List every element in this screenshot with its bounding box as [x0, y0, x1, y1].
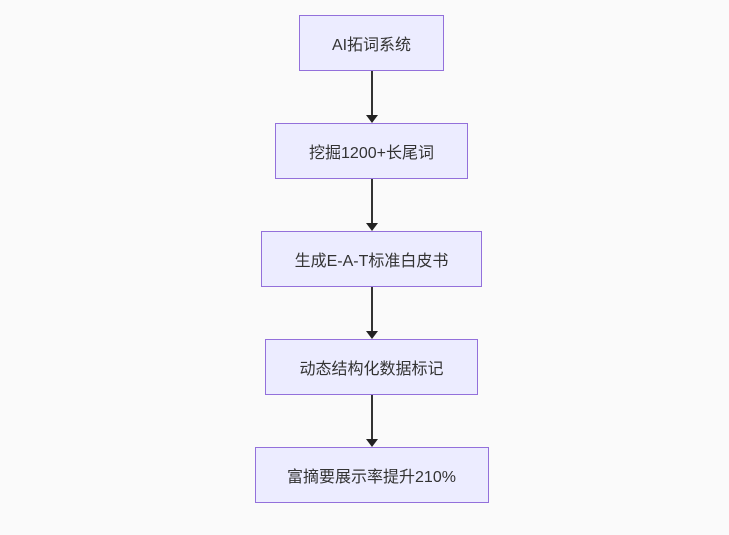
- flow-node-structured-data: 动态结构化数据标记: [265, 339, 478, 395]
- edge-line: [370, 395, 373, 440]
- flow-node-ai-keyword-system: AI拓词系统: [299, 15, 444, 71]
- arrowhead-down-icon: [365, 223, 378, 231]
- arrowhead-down-icon: [365, 115, 378, 123]
- flowchart-diagram: AI拓词系统 挖掘1200+长尾词 生成E-A-T标准白皮书 动态结构化数据标记: [7, 0, 729, 503]
- node-label: AI拓词系统: [331, 37, 412, 54]
- arrowhead-down-icon: [365, 331, 378, 339]
- edge-line: [370, 287, 373, 332]
- node-label: 动态结构化数据标记: [299, 361, 444, 378]
- flow-node-eat-whitepaper: 生成E-A-T标准白皮书: [261, 231, 482, 287]
- node-label: 富摘要展示率提升210%: [287, 469, 456, 486]
- node-label: 挖掘1200+长尾词: [309, 145, 434, 162]
- flow-edge-2: [365, 179, 378, 231]
- arrowhead-down-icon: [365, 439, 378, 447]
- flow-node-longtail-mining: 挖掘1200+长尾词: [275, 123, 468, 179]
- edge-line: [370, 179, 373, 224]
- edge-line: [370, 71, 373, 116]
- flow-edge-4: [365, 395, 378, 447]
- flow-edge-3: [365, 287, 378, 339]
- flow-node-rich-snippet-rate: 富摘要展示率提升210%: [254, 447, 489, 503]
- node-label: 生成E-A-T标准白皮书: [294, 253, 449, 270]
- flow-edge-1: [365, 71, 378, 123]
